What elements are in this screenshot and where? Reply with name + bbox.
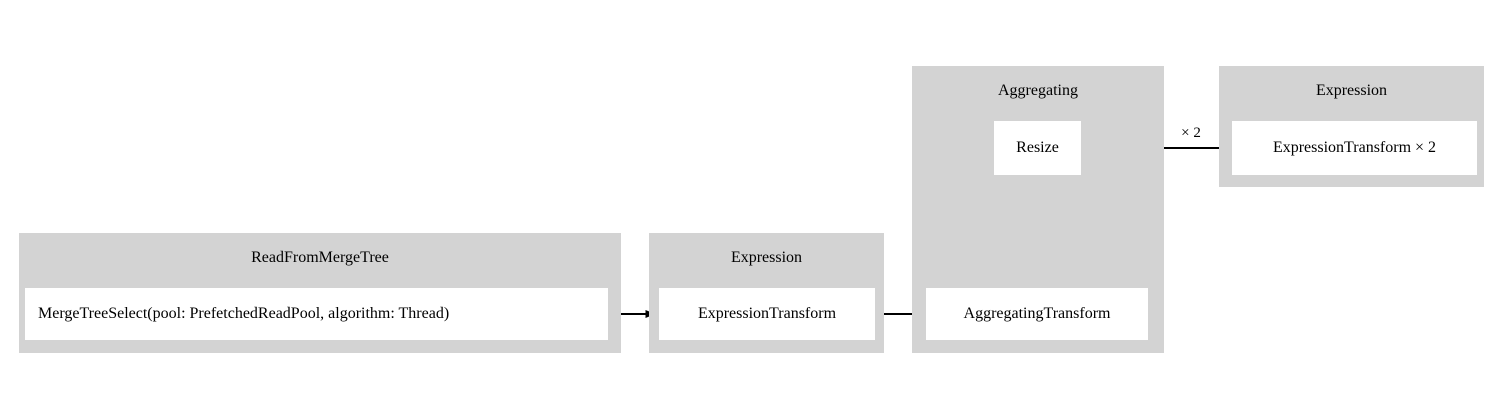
cluster-aggregating[interactable]: Aggregating Resize AggregatingTransform [912, 66, 1164, 353]
node-expression-transform-1[interactable]: ExpressionTransform [659, 288, 875, 340]
node-merge-tree-select[interactable]: MergeTreeSelect(pool: PrefetchedReadPool… [25, 288, 608, 340]
cluster-title-expression-2: Expression [1315, 82, 1388, 99]
cluster-title-read-from-merge-tree: ReadFromMergeTree [251, 249, 389, 266]
cluster-expression-1[interactable]: Expression ExpressionTransform [649, 233, 884, 353]
cluster-expression-2[interactable]: Expression ExpressionTransform × 2 [1219, 66, 1484, 187]
edge-label-resize-to-expr2: × 2 [1181, 125, 1201, 141]
cluster-read-from-merge-tree[interactable]: ReadFromMergeTree MergeTreeSelect(pool: … [19, 233, 621, 353]
node-resize[interactable]: Resize [994, 121, 1081, 175]
cluster-title-aggregating: Aggregating [998, 82, 1078, 99]
cluster-title-expression-1: Expression [730, 249, 803, 266]
node-aggregating-transform[interactable]: AggregatingTransform [926, 288, 1148, 340]
node-expression-transform-2[interactable]: ExpressionTransform × 2 [1232, 121, 1477, 175]
